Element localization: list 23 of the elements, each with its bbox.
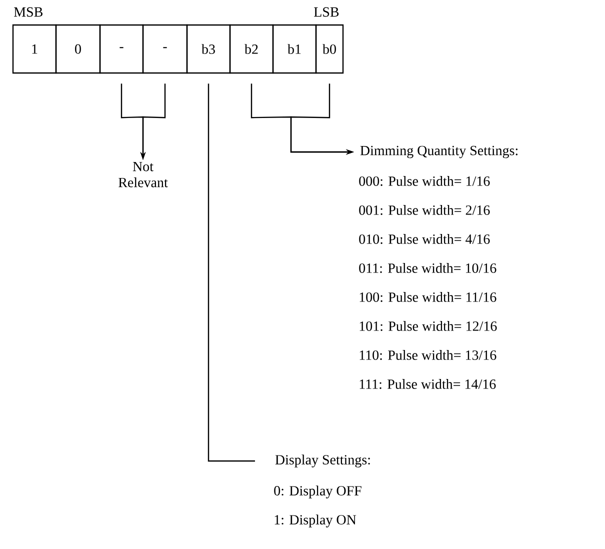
bit-cell: -: [142, 24, 188, 74]
bit-cell: b2: [229, 24, 274, 74]
bit-label: MSB: [14, 7, 42, 17]
setting-value: 110: Pulse width= 13/16: [360, 350, 496, 360]
setting-value: 011: Pulse width= 10/16: [359, 263, 496, 273]
setting-heading: Dimming Quantity Settings:: [360, 146, 518, 158]
bit-label: LSB: [314, 7, 339, 17]
bit-cell: b1: [272, 24, 317, 74]
setting-heading: Display Settings:: [275, 454, 370, 468]
setting-value: 100: Pulse width= 11/16: [360, 292, 496, 302]
setting-value: 001: Pulse width= 2/16: [359, 205, 490, 215]
setting-value: 101: Pulse width= 12/16: [360, 321, 497, 331]
setting-value: 010: Pulse width= 4/16: [359, 234, 490, 244]
bit-cell: 0: [55, 24, 101, 74]
bit-cell: b3: [186, 24, 231, 74]
setting-value: 000: Pulse width= 1/16: [359, 176, 490, 186]
setting-value: 1: Display ON: [274, 514, 356, 528]
setting-value: 111: Pulse width= 14/16: [360, 379, 496, 389]
bit-cell: 1: [12, 24, 57, 74]
setting-value: 0: Display OFF: [274, 486, 362, 498]
note-text: Not Relevant: [118, 162, 168, 188]
bit-cell: -: [99, 24, 144, 74]
bit-cell: b0: [315, 24, 344, 74]
